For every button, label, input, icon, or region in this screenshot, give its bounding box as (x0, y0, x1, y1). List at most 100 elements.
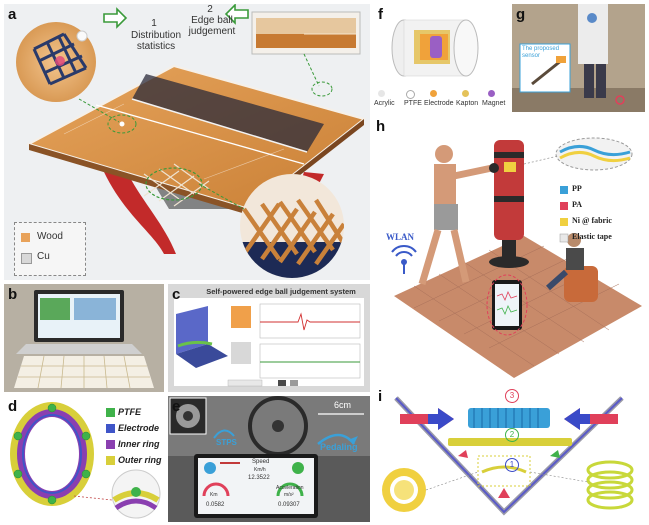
legend-ni-fabric: Ni @ fabric (572, 216, 612, 225)
panel-g: g The proposed sensor (512, 4, 645, 112)
panel-a-label: a (8, 6, 17, 23)
legend-wood: Wood (37, 231, 63, 242)
panel-a-legend: Wood Cu (14, 222, 86, 276)
step2-text: Edge ball judgement (172, 15, 252, 37)
legend-swatch-ptfe-f (406, 90, 415, 99)
step2-number: 2 (207, 4, 213, 15)
panel-e: e 6cm STPS Pedaling Speed Km/h 12.3522 A… (168, 396, 370, 522)
proposed-sensor-annotation: The proposed sensor (522, 46, 570, 60)
legend-swatch-electrode (106, 424, 115, 433)
pedaling-label: Pedaling (320, 442, 358, 452)
signal-trace-1 (260, 312, 360, 331)
panel-c-title: Self-powered edge ball judgement system (206, 287, 356, 296)
step1-text: Distribution statistics (116, 30, 196, 52)
legend-ptfe: PTFE (118, 407, 142, 417)
proposed-sensor-line1: The proposed (522, 46, 560, 52)
proposed-sensor-line2: sensor (522, 53, 541, 59)
panel-b: b (4, 284, 164, 392)
step1-number: 1 (151, 18, 157, 29)
step1-text-line1: Distribution (130, 30, 182, 41)
panel-a-illustration (16, 4, 367, 278)
legend-magnet: Magnet (482, 100, 506, 107)
legend-elastic-tape: Elastic tape (572, 232, 612, 241)
panel-d-label: d (8, 398, 18, 415)
spring-stretched (448, 438, 572, 446)
legend-swatch-magnet (488, 90, 495, 97)
step1-text-line2: statistics (136, 41, 176, 52)
panel-i-label: i (378, 388, 383, 405)
legend-swatch-electrode-f (430, 90, 437, 97)
step-arrow-2 (224, 4, 249, 25)
laptop-base (16, 344, 142, 354)
panel-h-label: h (376, 118, 386, 135)
legend-swatch-kapton (462, 90, 469, 97)
legend-pa: PA (572, 200, 583, 209)
step-1-marker: 1 (505, 458, 519, 472)
legend-inner-ring: Inner ring (118, 439, 160, 449)
panel-i: i 3 2 1 (374, 386, 645, 522)
panel-h-illustration (391, 137, 642, 378)
boxer (435, 145, 453, 163)
table-leg-left (104, 172, 176, 254)
readout-acceleration: Acceleration (276, 485, 304, 491)
panel-f-label: f (378, 6, 383, 23)
panel-i-illustration (382, 396, 634, 516)
legend-swatch-elastic-tape (559, 233, 569, 243)
readout-km-value: 0.0582 (206, 502, 225, 508)
table-net (132, 74, 324, 152)
legend-swatch-outer-ring (106, 456, 115, 465)
readout-acc-value: 0.09307 (278, 502, 300, 508)
readout-speed-value: 12.3522 (248, 475, 270, 481)
magnet (430, 36, 442, 58)
legend-swatch-pa (560, 202, 568, 210)
readout-ms2: m/s² (284, 492, 294, 498)
legend-swatch-cu (21, 253, 32, 264)
panel-b-photo (4, 284, 164, 392)
panel-f-cylinder (391, 19, 479, 77)
legend-pp: PP (572, 184, 582, 193)
person-coat (578, 4, 608, 64)
panel-d: d PTFE Electrode Inner ring Outer ring (4, 396, 164, 522)
readout-km: Km (210, 492, 218, 498)
readout-kmh: Km/h (254, 467, 266, 473)
panel-a: a 1 Distribution statistics 2 Edge ball … (4, 4, 370, 280)
step-3-marker: 3 (505, 389, 519, 403)
step2-text-line1: Edge ball (191, 15, 233, 26)
legend-ptfe-f: PTFE (404, 100, 422, 107)
panel-g-label: g (516, 6, 526, 23)
legend-electrode: Electrode (118, 423, 160, 433)
punching-bag (494, 140, 524, 240)
panel-b-label: b (8, 286, 18, 303)
panel-h: h WLAN PP PA Ni @ fabric Elastic tape (374, 116, 645, 382)
armchair (564, 266, 598, 302)
wlan-icon (391, 245, 417, 274)
legend-swatch-ni-fabric (560, 218, 568, 226)
viewer (567, 233, 581, 247)
panel-e-photo (168, 396, 370, 522)
step-arrow-1 (103, 7, 128, 29)
scale-bar-label: 6cm (334, 400, 352, 410)
legend-outer-ring: Outer ring (118, 455, 162, 465)
legend-swatch-pp (560, 186, 568, 194)
legend-swatch-ptfe (106, 408, 115, 417)
legend-electrode-f: Electrode (424, 100, 454, 107)
legend-swatch-wood (21, 233, 30, 242)
readout-speed: Speed (252, 459, 270, 465)
stps-label: STPS (216, 438, 237, 447)
legend-swatch-inner-ring (106, 440, 115, 449)
legend-kapton: Kapton (456, 100, 479, 107)
detail-box (477, 455, 531, 487)
panel-c-label: c (172, 286, 181, 303)
legend-cu: Cu (37, 251, 50, 262)
spiral-structure (586, 460, 634, 510)
panel-e-label: e (172, 398, 181, 415)
panel-d-ring (10, 402, 161, 519)
panel-c-screen (168, 284, 370, 392)
step2-text-line2: judgement (188, 26, 236, 37)
legend-swatch-acrylic (378, 90, 385, 97)
step-2-marker: 2 (505, 428, 519, 442)
panel-c: c Self-powered edge ball judgement syste… (168, 284, 370, 392)
panel-f: f Acrylic PTFE Electrode Kapton Magnet (374, 4, 510, 112)
legend-acrylic: Acrylic (374, 100, 395, 107)
